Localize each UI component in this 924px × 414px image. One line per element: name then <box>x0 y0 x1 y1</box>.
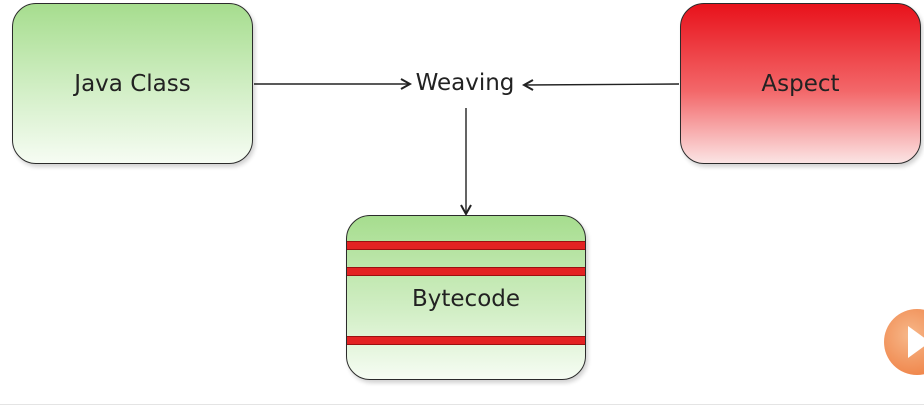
arrow-aspect-to-weaving <box>524 84 680 85</box>
java-class-label: Java Class <box>74 70 191 97</box>
divider <box>0 404 924 405</box>
bytecode-node: Bytecode <box>346 215 586 380</box>
bytecode-label: Bytecode <box>411 286 521 312</box>
bytecode-stripe <box>347 267 585 276</box>
weaving-label: Weaving <box>415 70 515 96</box>
play-icon <box>908 326 924 358</box>
aspect-label: Aspect <box>761 70 840 97</box>
java-class-node: Java Class <box>12 3 253 164</box>
bytecode-stripe <box>347 241 585 250</box>
weaving-node: Weaving <box>410 70 520 96</box>
bytecode-stripe <box>347 336 585 345</box>
aspect-node: Aspect <box>680 3 921 164</box>
